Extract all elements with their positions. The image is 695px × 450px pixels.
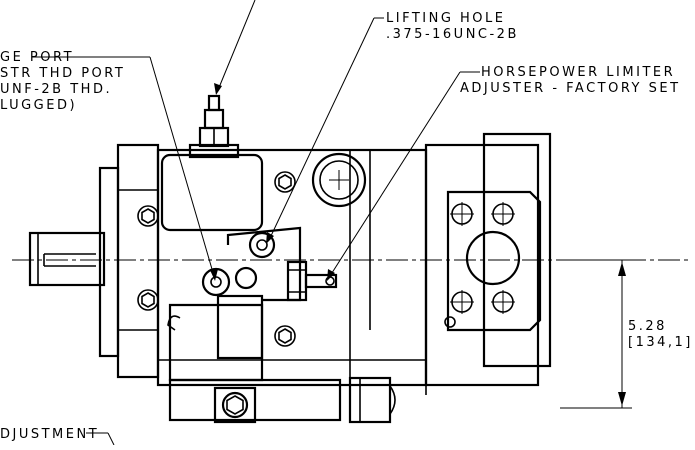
mounting-flange [98,143,160,379]
pump-housing [156,132,552,395]
gage-port-label: GE PORT [0,50,74,65]
adjustment-label: DJUSTMENT [0,427,99,442]
drive-shaft [28,231,106,287]
case-drain-fitting [348,376,396,424]
hp-limiter-label: HORSEPOWER LIMITER [481,65,675,80]
valve-body [167,226,342,424]
gage-port-line3: UNF-2B THD. [0,82,112,97]
port-flange [444,190,542,332]
gage-port-line4: LUGGED) [0,98,77,113]
lifting-hole-boss [311,152,367,208]
housing-bolts [274,171,296,347]
dimension-metric: [134,1] [628,335,693,350]
dimension-5-28 [560,259,632,409]
lifting-hole-thread: .375-16UNC-2B [386,27,519,42]
lifting-hole-label: LIFTING HOLE [386,11,506,26]
hp-limiter-note: ADJUSTER - FACTORY SET [460,81,681,96]
leader-lines [32,0,480,446]
hp-limiter-adjuster [286,260,338,302]
gage-port-line2: STR THD PORT [0,66,125,81]
dimension-value: 5.28 [628,319,667,334]
compensator-block [160,94,264,232]
